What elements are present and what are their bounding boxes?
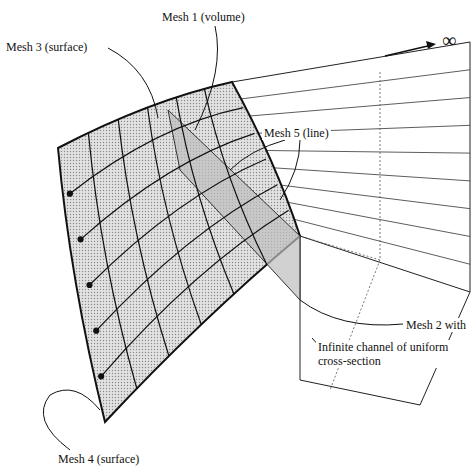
channel-note: Infinite channel of uniform cross-sectio… bbox=[316, 340, 470, 368]
infinity-symbol: ∞ bbox=[440, 30, 458, 50]
grid-line bbox=[148, 108, 202, 325]
mesh-label: Mesh 1 (volume) bbox=[160, 10, 247, 24]
grid-line bbox=[90, 159, 267, 285]
mesh-label: Mesh 5 (line) bbox=[262, 126, 331, 140]
channel-line bbox=[240, 70, 470, 99]
channel-line bbox=[262, 150, 470, 153]
node-dot bbox=[94, 328, 99, 333]
grid-line bbox=[96, 185, 277, 331]
node-dot bbox=[67, 191, 72, 196]
channel-line bbox=[292, 219, 470, 264]
node-dot bbox=[99, 374, 104, 379]
node-dot bbox=[87, 283, 92, 288]
grid-line bbox=[81, 133, 255, 239]
channel-line bbox=[270, 168, 470, 181]
node-dot bbox=[78, 237, 83, 242]
grid-line bbox=[176, 97, 234, 294]
grid-line bbox=[101, 210, 289, 376]
channel-line bbox=[285, 202, 470, 237]
mesh-label: Mesh 3 (surface) bbox=[4, 40, 89, 54]
channel-line bbox=[247, 98, 470, 117]
channel-line bbox=[277, 185, 470, 209]
grid-line bbox=[88, 133, 136, 389]
mesh-label: Mesh 2 with bbox=[404, 318, 468, 332]
mesh-label: Mesh 4 (surface) bbox=[56, 452, 141, 466]
